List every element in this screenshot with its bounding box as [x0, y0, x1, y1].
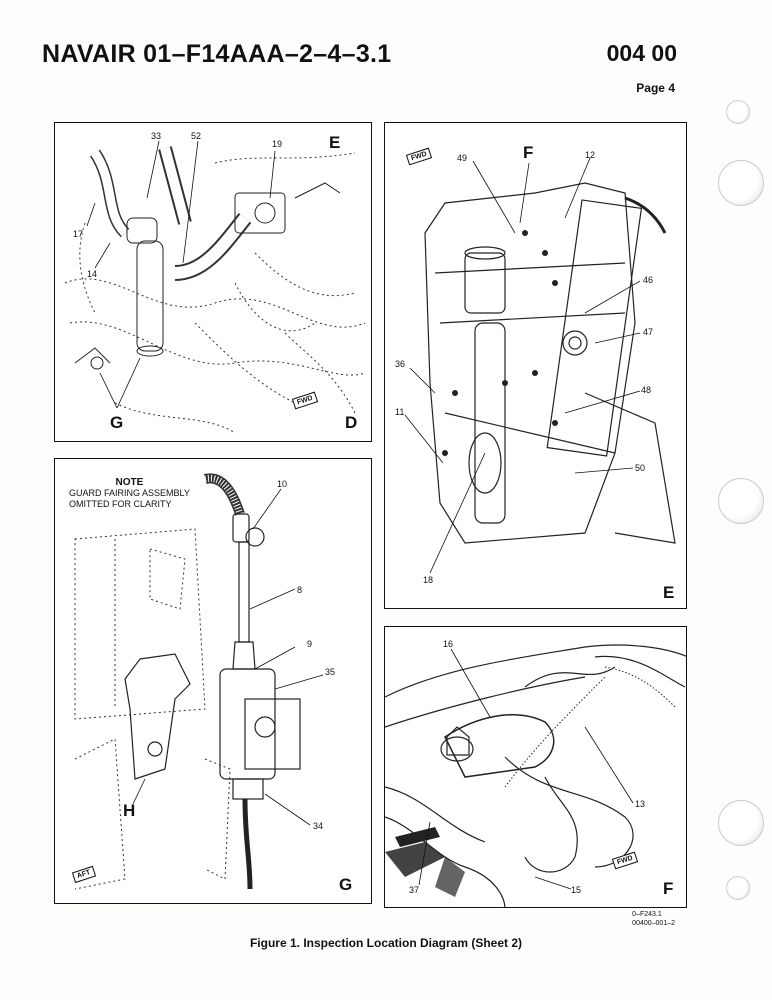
- callout-19: 19: [272, 139, 283, 149]
- figure-ref-line: 00400–001–2: [632, 920, 675, 927]
- callout-e: E: [329, 133, 341, 152]
- panel-letter-d: D: [345, 413, 358, 432]
- callout-8: 8: [297, 585, 303, 595]
- callout-17: 17: [73, 229, 84, 239]
- callout-13: 13: [635, 799, 646, 809]
- panel-f-illustration: [385, 644, 686, 907]
- panel-d-illustration: [64, 140, 366, 434]
- binder-hole: [726, 100, 750, 124]
- panel-e-illustration: [404, 157, 676, 574]
- figure-caption: Figure 1. Inspection Location Diagram (S…: [249, 936, 523, 950]
- callout-f: F: [523, 143, 534, 162]
- note-line: GUARD FAIRING ASSEMBLY: [69, 488, 190, 498]
- note-line: OMITTED FOR CLARITY: [69, 499, 172, 509]
- callout-50: 50: [635, 463, 646, 473]
- panel-d: 33 52 19 E 17 14 G FWD D: [54, 122, 372, 442]
- callout-36: 36: [395, 359, 406, 369]
- document-title: NAVAIR 01–F14AAA–2–4–3.1: [42, 40, 392, 68]
- panel-e: FWD 49 F 12 46 47 36 48 11 50 18 E: [384, 122, 687, 609]
- binder-hole: [726, 876, 750, 900]
- note-block: NOTE GUARD FAIRING ASSEMBLY OMITTED FOR …: [69, 477, 190, 510]
- panel-g-illustration: [74, 473, 324, 890]
- binder-hole: [718, 160, 764, 206]
- panel-f: 16 13 37 15 FWD F: [384, 626, 687, 908]
- binder-hole: [718, 800, 764, 846]
- binder-hole: [718, 478, 764, 524]
- figure-reference: 0–F243.1 00400–001–2: [632, 910, 675, 928]
- figure-ref-line: 0–F243.1: [632, 911, 662, 918]
- callout-h: H: [123, 801, 136, 820]
- callout-48: 48: [641, 385, 652, 395]
- callout-49: 49: [457, 153, 468, 163]
- callout-37: 37: [409, 885, 420, 895]
- panel-letter-g: G: [339, 875, 353, 894]
- callout-35: 35: [325, 667, 336, 677]
- callout-16: 16: [443, 639, 454, 649]
- callout-46: 46: [643, 275, 654, 285]
- callout-g: G: [110, 413, 124, 432]
- page-number: Page 4: [636, 81, 675, 95]
- callout-52: 52: [191, 131, 202, 141]
- callout-10: 10: [277, 479, 288, 489]
- callout-33: 33: [151, 131, 162, 141]
- panel-letter-e: E: [663, 583, 675, 602]
- callout-9: 9: [307, 639, 313, 649]
- panel-g: NOTE GUARD FAIRING ASSEMBLY OMITTED FOR …: [54, 458, 372, 904]
- callout-14: 14: [87, 269, 98, 279]
- panel-letter-f: F: [663, 879, 674, 898]
- note-heading: NOTE: [115, 477, 144, 488]
- callout-12: 12: [585, 150, 596, 160]
- callout-34: 34: [313, 821, 324, 831]
- document-number: 004 00: [606, 40, 677, 66]
- callout-47: 47: [643, 327, 654, 337]
- callout-11: 11: [395, 407, 405, 417]
- callout-18: 18: [423, 575, 434, 585]
- callout-15: 15: [571, 885, 582, 895]
